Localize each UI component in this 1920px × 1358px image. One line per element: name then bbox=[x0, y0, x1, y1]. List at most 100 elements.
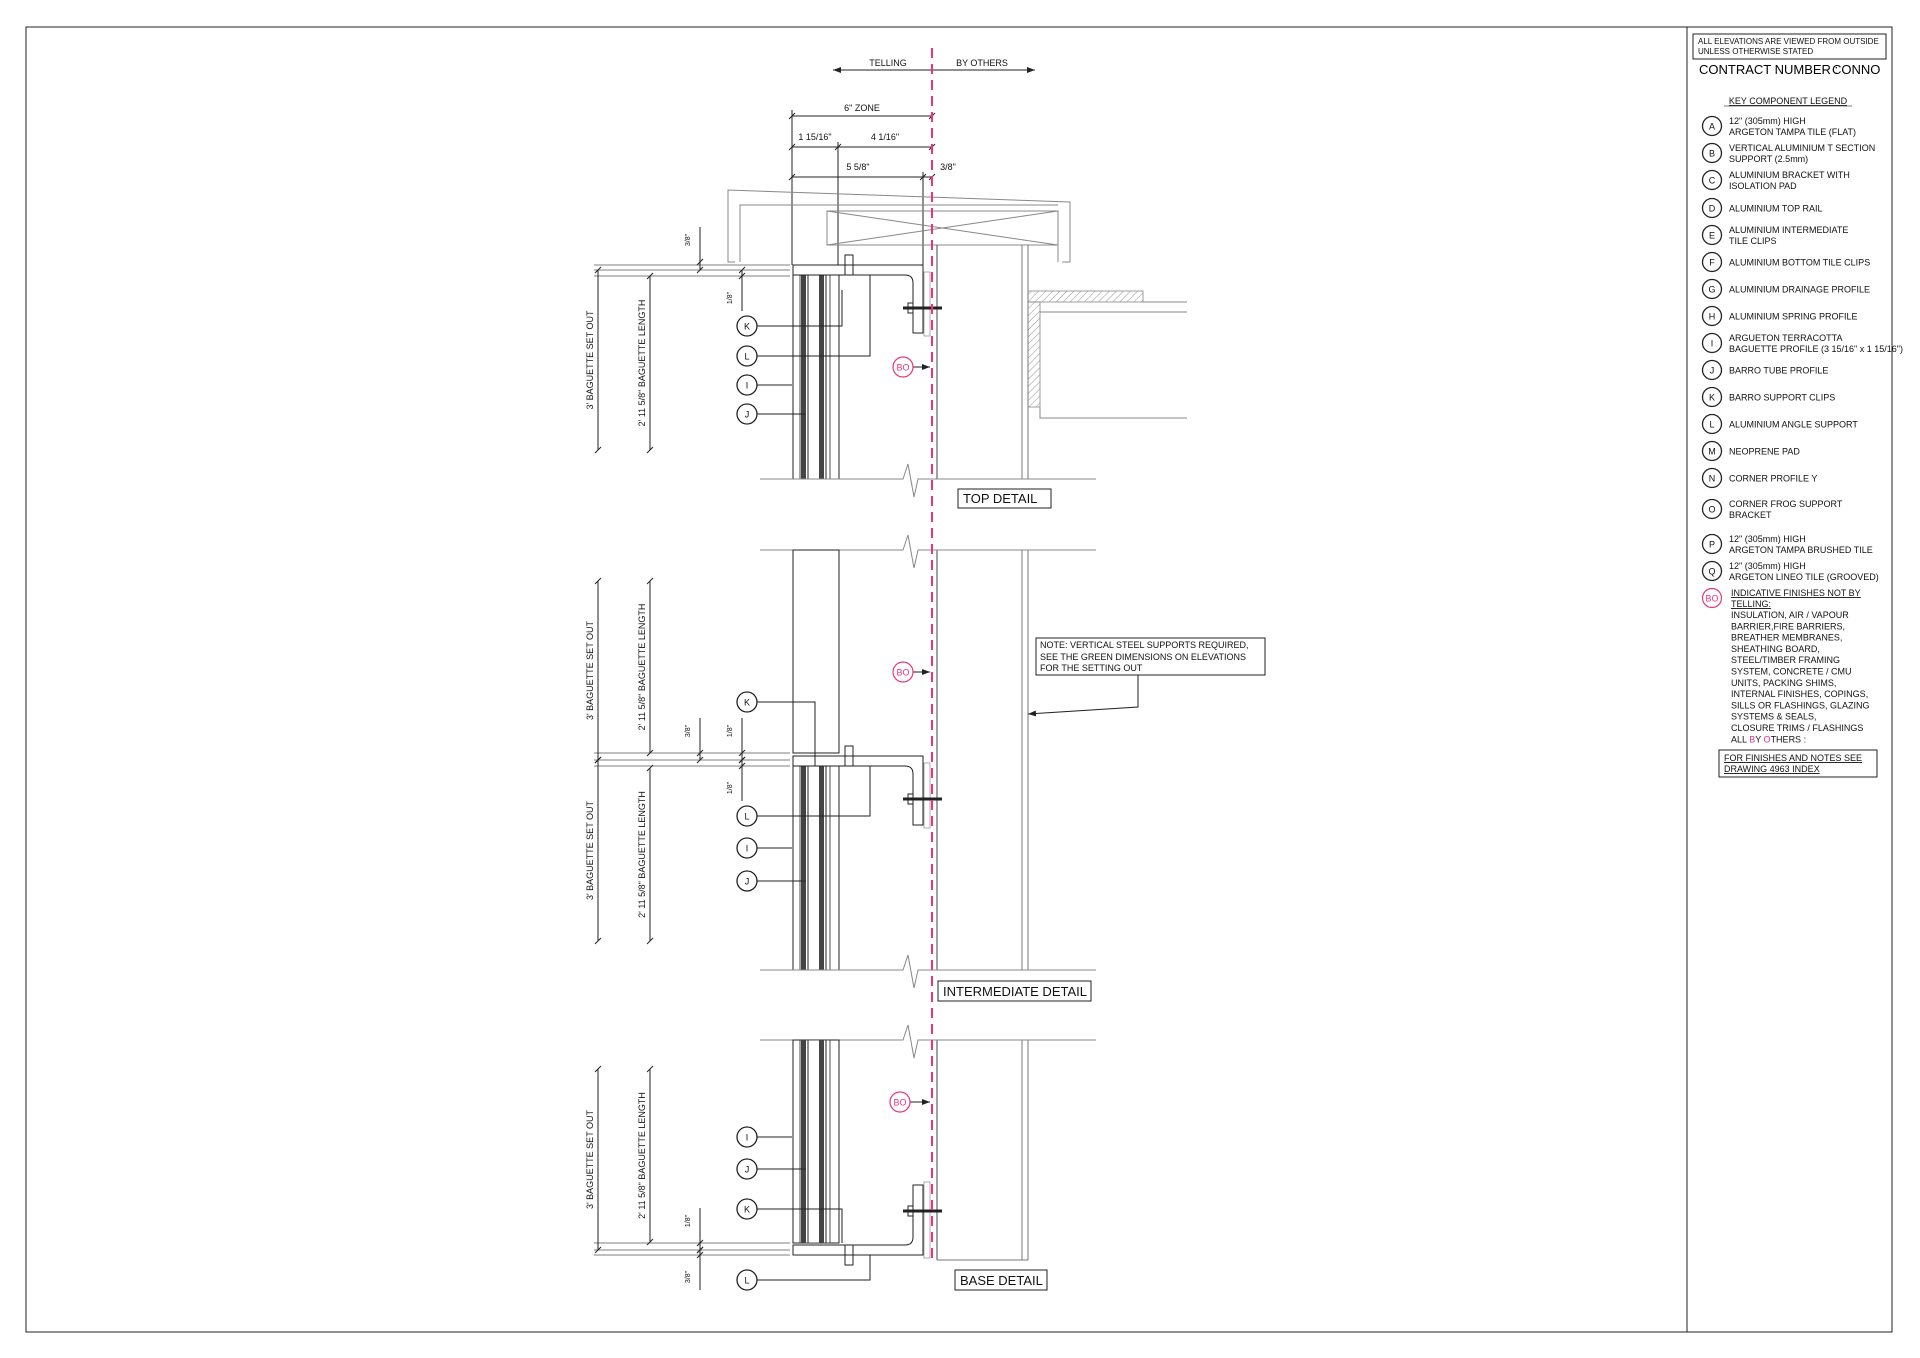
legend-text: CORNER PROFILE Y bbox=[1729, 474, 1817, 484]
legend-text: 12" (305mm) HIGH bbox=[1729, 116, 1806, 126]
legend-key: F bbox=[1709, 258, 1715, 268]
legend-key: C bbox=[1709, 176, 1716, 186]
callout-i: I bbox=[736, 1126, 792, 1148]
break-line bbox=[760, 534, 1096, 569]
bo-heading: INDICATIVE FINISHES NOT BY bbox=[1731, 588, 1861, 598]
legend-text: ALUMINIUM SPRING PROFILE bbox=[1729, 312, 1858, 322]
legend-key-circle bbox=[1701, 115, 1723, 137]
callout-circle bbox=[736, 837, 758, 859]
legend-text: TILE CLIPS bbox=[1729, 236, 1777, 246]
view-note-line-1: ALL ELEVATIONS ARE VIEWED FROM OUTSIDE bbox=[1698, 37, 1879, 46]
legend-text: BRACKET bbox=[1729, 510, 1772, 520]
legend-key: G bbox=[1708, 285, 1715, 295]
callout-letter: J bbox=[745, 410, 750, 420]
legend-key: O bbox=[1708, 505, 1715, 515]
note-line-3: FOR THE SETTING OUT bbox=[1040, 663, 1143, 673]
gap-label: 1/8" bbox=[685, 1214, 692, 1227]
baguette-length-dimension: 2' 11 5/8" BAGUETTE LENGTH bbox=[637, 577, 654, 757]
legend-key-circle bbox=[1701, 251, 1723, 273]
callout-l: L bbox=[736, 275, 871, 367]
gap-label: 3/8" bbox=[685, 1270, 692, 1283]
callout-letter: L bbox=[744, 1276, 749, 1286]
break-line bbox=[760, 954, 1096, 989]
gap-dimension: 3/8" bbox=[685, 718, 704, 764]
legend-text: ALUMINIUM BRACKET WITH bbox=[1729, 170, 1850, 180]
aluminium-angle-bracket bbox=[792, 254, 942, 337]
barro-tube bbox=[801, 275, 806, 479]
intermediate-detail-label: INTERMEDIATE DETAIL bbox=[943, 984, 1087, 999]
bo-text: BO bbox=[893, 1098, 906, 1108]
legend-key-circle bbox=[1701, 169, 1723, 191]
legend-key: E bbox=[1709, 231, 1715, 241]
legend-text: 12" (305mm) HIGH bbox=[1729, 534, 1806, 544]
isolation-pad bbox=[923, 271, 931, 337]
callout-circle bbox=[736, 1198, 758, 1220]
legend-text: ALUMINIUM ANGLE SUPPORT bbox=[1729, 420, 1858, 430]
legend-text: SUPPORT (2.5mm) bbox=[1729, 154, 1808, 164]
terracotta-baguette bbox=[792, 549, 840, 754]
gap-label: 1/8" bbox=[727, 724, 734, 737]
legend-text: ALUMINIUM TOP RAIL bbox=[1729, 204, 1823, 214]
contract-number-label: CONTRACT NUMBER : bbox=[1699, 62, 1838, 77]
callout-i: I bbox=[736, 837, 792, 859]
callout-i: I bbox=[736, 374, 792, 396]
bo-text: CLOSURE TRIMS / FLASHINGS bbox=[1731, 723, 1863, 733]
floor-slab bbox=[1027, 290, 1187, 419]
dim-b-label: 4 1/16" bbox=[871, 132, 899, 142]
legend-key: P bbox=[1709, 540, 1715, 550]
callout-circle bbox=[736, 345, 758, 367]
set-out-dimension-label: 3' BAGUETTE SET OUT bbox=[585, 310, 595, 410]
legend-text: VERTICAL ALUMINIUM T SECTION bbox=[1729, 143, 1875, 153]
legend-text: ALUMINIUM INTERMEDIATE bbox=[1729, 225, 1848, 235]
callout-letter: I bbox=[746, 381, 749, 391]
gap-label: 3/8" bbox=[685, 724, 692, 737]
bo-text: INSULATION, AIR / VAPOUR bbox=[1731, 610, 1849, 620]
barro-tube bbox=[819, 1040, 824, 1243]
legend-text: BARRO TUBE PROFILE bbox=[1729, 366, 1828, 376]
sheet-border bbox=[25, 26, 1893, 1333]
callout-letter: I bbox=[746, 844, 749, 854]
telling-label: TELLING bbox=[869, 58, 907, 68]
baguette-length-dimension-label: 2' 11 5/8" BAGUETTE LENGTH bbox=[637, 791, 647, 918]
legend-key-circle bbox=[1701, 142, 1723, 164]
bo-text: INTERNAL FINISHES, COPINGS, bbox=[1731, 689, 1868, 699]
bo-callout: BO bbox=[892, 661, 930, 683]
legend-key: H bbox=[1709, 312, 1716, 322]
callout-k: K bbox=[736, 1198, 843, 1243]
finishes-note-text[interactable]: FOR FINISHES AND NOTES SEE bbox=[1724, 753, 1862, 763]
callout-circle bbox=[736, 374, 758, 396]
callout-l: L bbox=[736, 766, 871, 827]
legend-key: A bbox=[1709, 122, 1715, 132]
bo-heading: TELLING: bbox=[1731, 599, 1771, 609]
set-out-dimension-label: 3' BAGUETTE SET OUT bbox=[585, 620, 595, 720]
legend-key: B bbox=[1709, 149, 1715, 159]
bo-all-by-others: ALL BY OTHERS : bbox=[1731, 734, 1806, 744]
legend-text: BARRO SUPPORT CLIPS bbox=[1729, 393, 1835, 403]
top-detail-label: TOP DETAIL bbox=[963, 491, 1037, 506]
terracotta-baguette bbox=[792, 765, 840, 971]
legend-title: KEY COMPONENT LEGEND bbox=[1729, 96, 1848, 106]
callout-letter: K bbox=[744, 322, 750, 332]
set-out-dimension: 3' BAGUETTE SET OUT bbox=[585, 756, 602, 945]
bo-text: SYSTEMS & SEALS, bbox=[1731, 712, 1817, 722]
callout-j: J bbox=[736, 870, 806, 892]
legend-key-circle bbox=[1701, 386, 1723, 408]
terracotta-baguette bbox=[792, 1039, 840, 1244]
legend-key-circle bbox=[1701, 533, 1723, 555]
zone-dim-label: 6" ZONE bbox=[844, 103, 880, 113]
isolation-pad bbox=[923, 762, 931, 829]
legend-key-circle bbox=[1701, 359, 1723, 381]
set-out-dimension: 3' BAGUETTE SET OUT bbox=[585, 1065, 602, 1254]
finishes-note-text[interactable]: DRAWING 4963 INDEX bbox=[1724, 764, 1820, 774]
callout-k: K bbox=[736, 691, 816, 766]
legend-key: D bbox=[1709, 204, 1716, 214]
